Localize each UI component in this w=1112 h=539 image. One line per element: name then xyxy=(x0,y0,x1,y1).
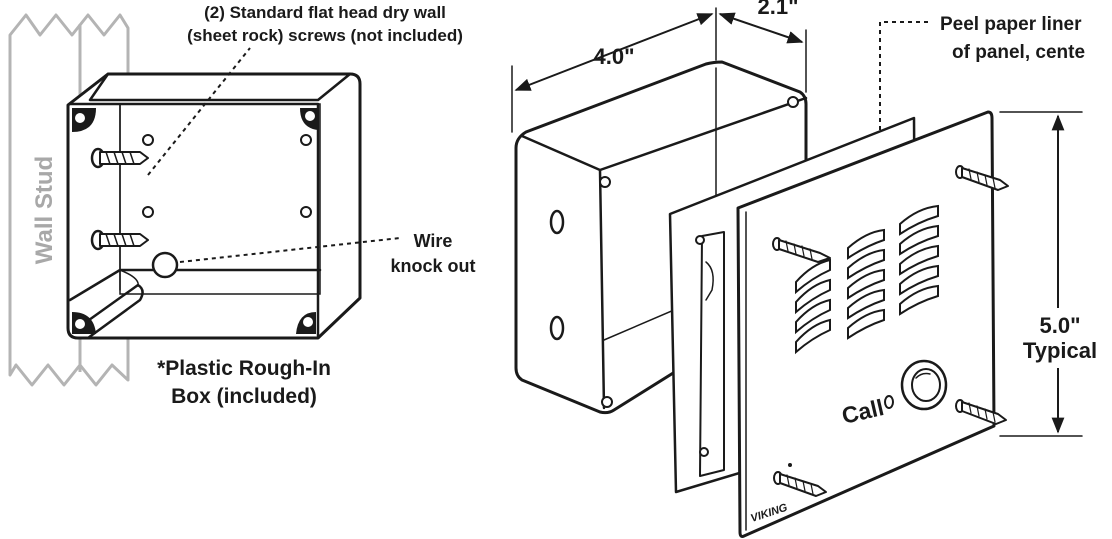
dimension-height-label: 5.0" xyxy=(1039,313,1080,338)
faceplate-screw-top-left xyxy=(772,237,831,263)
wire-knockout-line2: knock out xyxy=(390,256,475,276)
dimension-width: 4.0" xyxy=(511,7,717,133)
dimension-depth: 2.1" xyxy=(718,0,807,93)
speaker-grille xyxy=(795,204,939,355)
faceplate-screw-bottom-left xyxy=(773,471,827,497)
dimension-height-note: Typical xyxy=(1023,338,1097,363)
peel-liner-note-line2: of panel, cente xyxy=(952,42,1085,63)
faceplate: Call VIKING xyxy=(736,110,996,538)
drywall-screw-upper xyxy=(90,147,149,169)
faceplate-screw-bottom-right xyxy=(955,399,1007,425)
call-button xyxy=(900,359,948,411)
dimension-width-label: 4.0" xyxy=(593,44,634,69)
screws-note-line1: (2) Standard flat head dry wall xyxy=(204,3,446,22)
screws-note-line2: (sheet rock) screws (not included) xyxy=(187,26,463,45)
rough-in-label-line2: Box (included) xyxy=(171,385,317,408)
drywall-screw-lower xyxy=(90,229,149,251)
microphone-dot xyxy=(788,463,792,467)
wire-knockout-hole xyxy=(151,251,179,279)
dimension-depth-label: 2.1" xyxy=(757,0,798,19)
rough-in-box xyxy=(66,72,362,340)
rough-in-label-line1: *Plastic Rough-In xyxy=(157,357,331,380)
peel-liner-note-line1: Peel paper liner xyxy=(940,14,1082,35)
corner-bosses xyxy=(72,108,318,334)
dimension-height: 5.0" Typical xyxy=(999,111,1112,437)
faceplate-screw-top-right xyxy=(955,165,1009,191)
wall-stud-label: Wall Stud xyxy=(31,156,58,264)
wire-knockout-line1: Wire xyxy=(414,231,453,251)
call-led-icon xyxy=(884,395,894,409)
